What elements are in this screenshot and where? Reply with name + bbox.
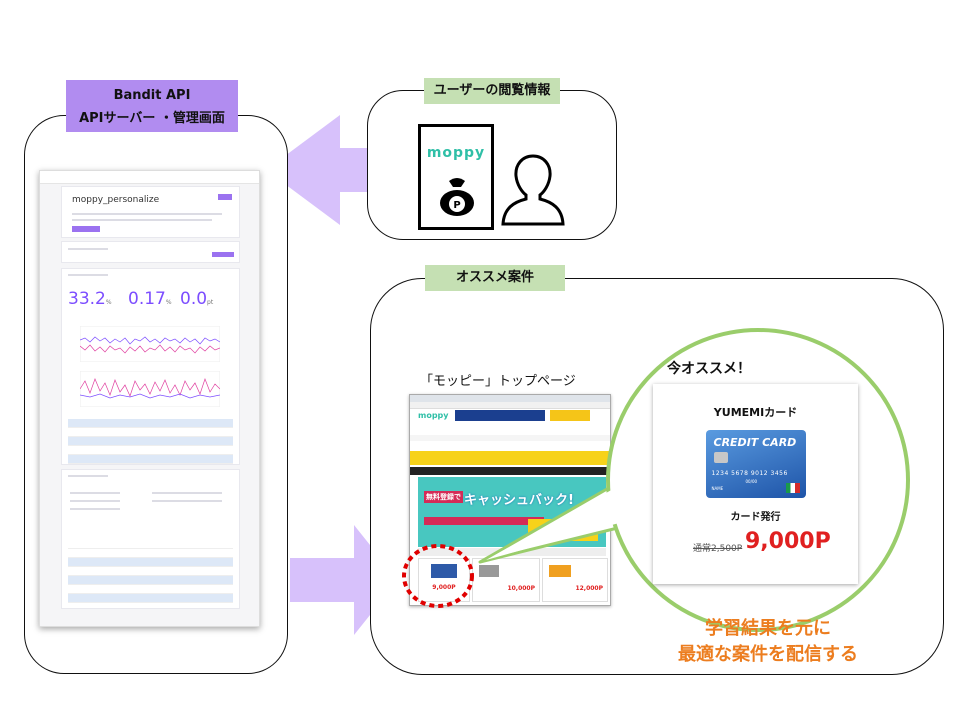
stat-1: 33.2% (68, 289, 112, 309)
browser-offer-card-3[interactable]: 12,000P (542, 558, 608, 602)
dashboard-line-chart-2 (80, 371, 220, 407)
api-title: Bandit API (113, 88, 191, 103)
browser-offer-card-1[interactable]: 9,000P (418, 558, 470, 602)
offer-action: カード発行 (730, 512, 781, 523)
arrow-to-api (266, 115, 392, 225)
offer-new-price: 9,000P (745, 529, 831, 554)
result-line-1: 学習結果を元に (705, 618, 831, 639)
offer-card-name: YUMEMIカード (713, 406, 798, 419)
result-line-2: 最適な案件を配信する (678, 644, 858, 665)
api-label: Bandit API APIサーバー ・管理画面 (66, 80, 238, 132)
result-text: 学習結果を元に 最適な案件を配信する (650, 616, 886, 668)
user-info-label: ユーザーの閲覧情報 (424, 78, 560, 104)
money-bag-icon: P (440, 178, 474, 216)
offer-old-price: 通常2,500P (693, 544, 743, 554)
highlight-dashed-circle (402, 544, 474, 608)
dashboard-line-chart-1 (80, 326, 220, 362)
browser-moppy-logo: moppy (418, 411, 449, 420)
dashboard-header-card: moppy_personalize (61, 186, 240, 238)
browser-offer-card-2[interactable]: 10,000P (472, 558, 540, 602)
phone-moppy-logo: moppy (426, 145, 486, 161)
dashboard-model-card (61, 469, 240, 609)
stat-3: 0.0pt (180, 289, 214, 309)
user-silhouette-icon (501, 154, 565, 226)
moppy-top-page-screenshot: moppy 無料登録で キャッシュバック! 9,000P 10,000P 12,… (409, 394, 611, 606)
dashboard-action-button[interactable] (72, 226, 100, 232)
dashboard-stats-card: 33.2% 0.17% 0.0pt (61, 268, 240, 473)
dashboard-topbar (40, 171, 259, 184)
credit-card-image: CREDIT CARD 1234 5678 9012 3456 00/00 NA… (705, 430, 806, 498)
top-page-caption: 「モッピー」トップページ (420, 374, 576, 389)
api-subtitle: APIサーバー ・管理画面 (79, 111, 225, 126)
recommendation-label: オススメ案件 (425, 265, 565, 291)
dashboard-date-card (61, 241, 240, 263)
phone-icon: moppy P (418, 124, 494, 230)
svg-text:P: P (453, 200, 460, 211)
admin-dashboard-screenshot: moppy_personalize 33.2% 0.17% 0.0pt (39, 170, 260, 627)
stat-2: 0.17% (128, 289, 172, 309)
dashboard-feature-table (68, 540, 233, 603)
offer-card[interactable]: YUMEMIカード CREDIT CARD 1234 5678 9012 345… (653, 384, 858, 584)
dashboard-app-name: moppy_personalize (72, 195, 160, 205)
bubble-title: 今オススメ！ (667, 361, 751, 377)
dashboard-edit-button[interactable] (218, 194, 232, 200)
dashboard-arm-table (68, 419, 233, 473)
